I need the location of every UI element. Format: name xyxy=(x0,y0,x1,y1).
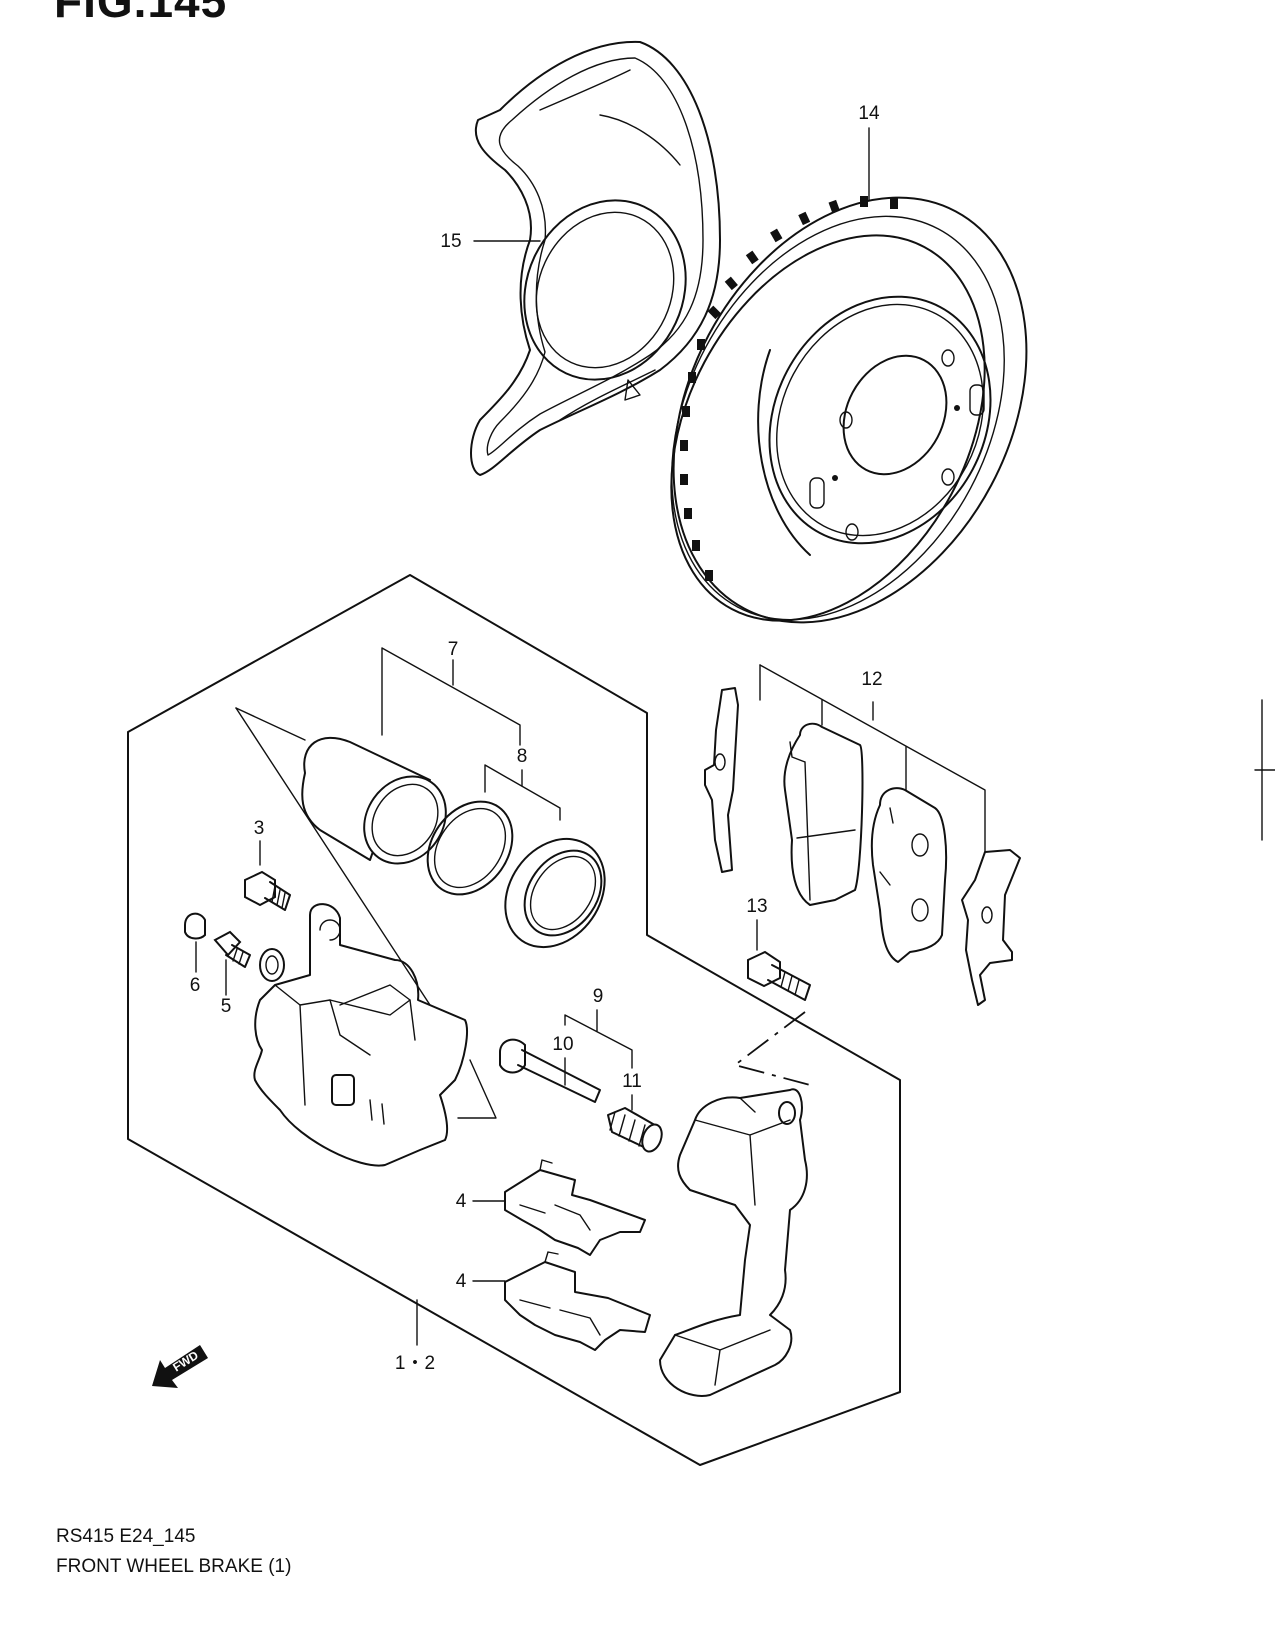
callout-7: 7 xyxy=(448,639,459,660)
bleeder-cap-part-6[interactable]: 6 xyxy=(184,912,206,996)
figure-title: FIG.145 xyxy=(54,0,228,27)
pad-clip-upper-part-4[interactable]: 4 xyxy=(456,1159,646,1256)
callout-13: 13 xyxy=(746,896,767,917)
guide-pin-set-part-9: 9 xyxy=(564,986,633,1069)
callout-9: 9 xyxy=(593,986,604,1007)
brake-pad-set-part-12[interactable]: 12 xyxy=(704,664,1021,1006)
dust-shield-part-15[interactable]: 15 xyxy=(440,40,721,476)
piston-seal-part-8[interactable]: 8 xyxy=(410,746,625,966)
callout-3: 3 xyxy=(254,818,265,839)
callout-4-upper: 4 xyxy=(456,1191,467,1212)
callout-10: 10 xyxy=(552,1034,573,1055)
bolt-part-3[interactable]: 3 xyxy=(244,818,291,911)
footer-drawing-code: RS415 E24_145 xyxy=(56,1526,196,1547)
callout-14: 14 xyxy=(858,103,880,124)
fwd-arrow-icon: FWD xyxy=(152,1345,208,1388)
register-mark xyxy=(1254,699,1275,841)
callout-15: 15 xyxy=(440,231,461,252)
caliper-body[interactable] xyxy=(253,903,468,1167)
reference-lines xyxy=(235,707,811,1119)
footer-description: FRONT WHEEL BRAKE (1) xyxy=(56,1556,292,1577)
callout-12: 12 xyxy=(861,669,882,690)
pin-boot-part-11[interactable]: 11 xyxy=(607,1071,665,1154)
bolt-part-13[interactable]: 13 xyxy=(746,896,811,1001)
callout-5: 5 xyxy=(221,996,232,1017)
callout-11: 11 xyxy=(622,1071,642,1092)
bleeder-screw-part-5[interactable]: 5 xyxy=(213,930,251,1017)
callout-6: 6 xyxy=(190,975,201,996)
callout-4-lower: 4 xyxy=(456,1271,467,1292)
piston-part-7[interactable]: 7 xyxy=(301,639,521,879)
caliper-carrier[interactable] xyxy=(659,1088,808,1397)
caliper-kit-boundary: 1・2 xyxy=(127,574,901,1466)
callout-8: 8 xyxy=(517,746,528,767)
pad-clip-lower-part-4[interactable]: 4 xyxy=(456,1251,651,1351)
guide-pin-part-10[interactable]: 10 xyxy=(499,1034,601,1103)
callout-1-2: 1・2 xyxy=(395,1353,435,1374)
brake-disc-part-14[interactable]: 14 xyxy=(603,103,1097,684)
